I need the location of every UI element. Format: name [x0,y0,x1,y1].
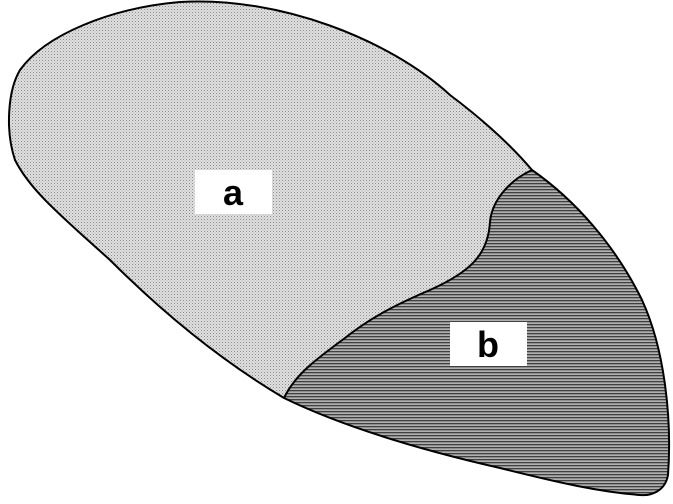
region-a-label: a [195,170,272,214]
region-b-label-text: b [477,324,499,365]
region-boundary [283,169,533,399]
region-a-label-text: a [223,172,244,213]
outer-outline [7,0,671,497]
region-b-label: b [450,322,527,366]
